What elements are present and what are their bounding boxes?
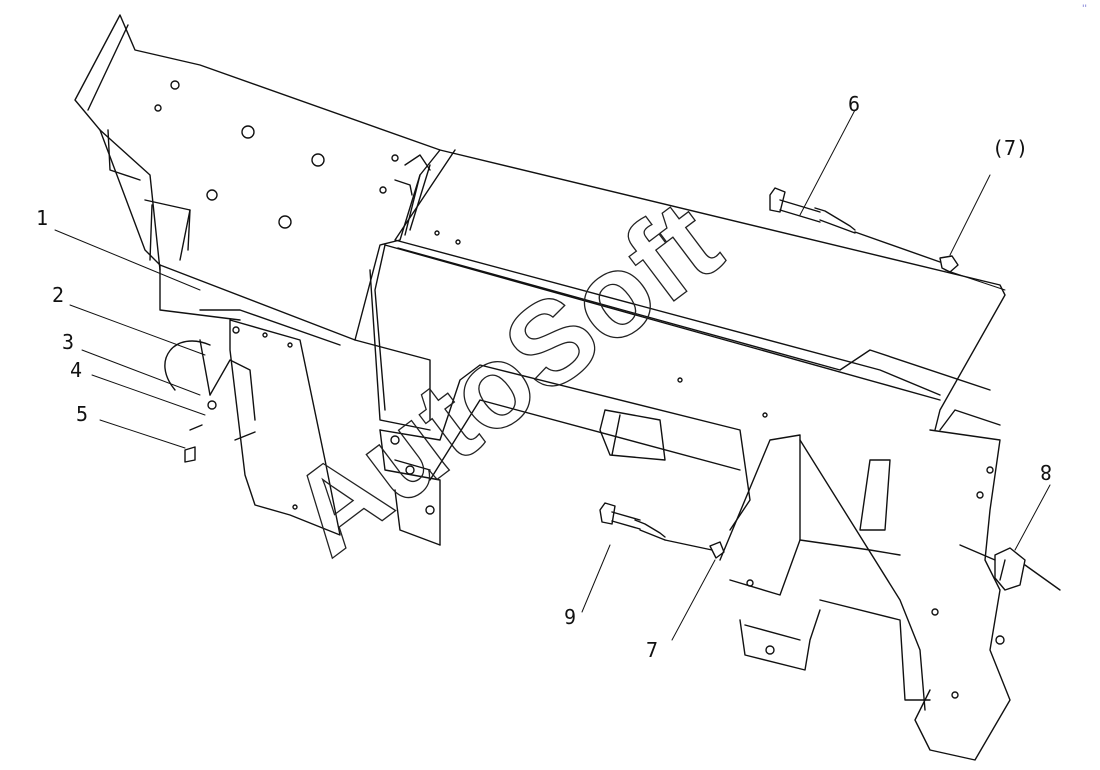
upper-plate: [74, 14, 441, 341]
callout-8: 8: [1040, 460, 1053, 484]
bolt-9: [769, 187, 959, 273]
right-bracket: [719, 409, 1011, 761]
lower-rail: [379, 364, 751, 546]
callout-5: 5: [76, 402, 89, 426]
left-sub-plate: [164, 319, 341, 536]
leader-lines: [54, 109, 1051, 641]
callout-2: 2: [52, 283, 65, 307]
callout-3: 3: [62, 330, 75, 354]
callout-9: 9: [848, 91, 861, 115]
bolt-6: [599, 502, 725, 559]
callout-7-ref: (7): [992, 136, 1029, 160]
main-frame-body: [159, 149, 1006, 431]
callout-7: 7: [646, 638, 659, 662]
callout-4: 4: [70, 358, 83, 382]
watermark-text: AutoSoft: [266, 176, 743, 581]
callout-1: 1: [36, 206, 49, 230]
nut-8: [959, 544, 1061, 591]
corner-mark: '': [1082, 4, 1087, 14]
callout-6: 6: [564, 604, 577, 628]
